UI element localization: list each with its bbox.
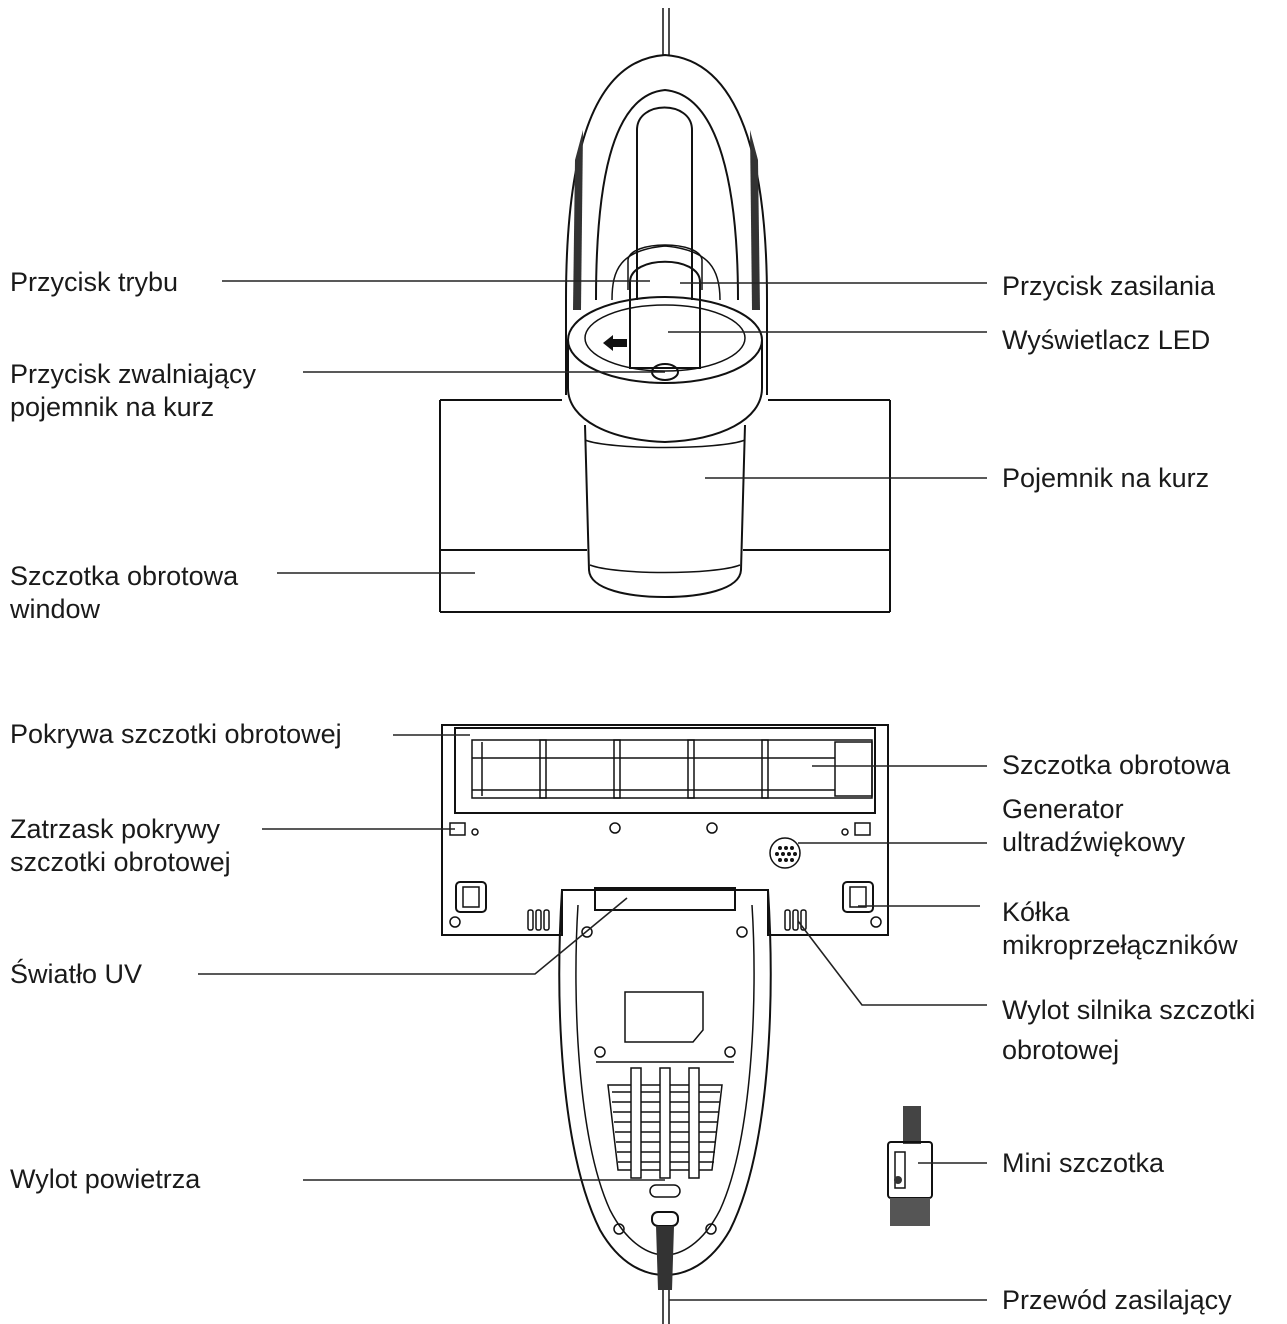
label-dust-release-button: Przycisk zwalniający pojemnik na kurz — [10, 358, 256, 424]
label-mode-button-text: Przycisk trybu — [10, 267, 179, 297]
label-brush-window: Szczotka obrotowa window — [10, 560, 238, 626]
label-rotary-brush: Szczotka obrotowa — [1002, 749, 1230, 782]
label-power-button-text: Przycisk zasilania — [1002, 271, 1216, 301]
label-dust-container-text: Pojemnik na kurz — [1002, 463, 1210, 493]
top-view — [439, 8, 891, 613]
label-air-outlet-text: Wylot powietrza — [10, 1164, 201, 1194]
label-dust-release-line-2: pojemnik na kurz — [10, 392, 215, 422]
label-rotary-brush-text: Szczotka obrotowa — [1002, 750, 1231, 780]
label-ultrasonic-generator: Generator ultradźwiękowy — [1002, 793, 1185, 859]
label-dust-release-line-1: Przycisk zwalniający — [10, 359, 257, 389]
label-wheels-line-1: Kółka — [1002, 897, 1070, 927]
label-led-display-text: Wyświetlacz LED — [1002, 325, 1211, 355]
label-led-display: Wyświetlacz LED — [1002, 324, 1210, 357]
label-wheels-line-2: mikroprzełączników — [1002, 930, 1238, 960]
label-motor-outlet-line-2: obrotowej — [1002, 1035, 1120, 1065]
label-ultrasonic-line-1: Generator — [1002, 794, 1124, 824]
label-brush-window-line-1: Szczotka obrotowa — [10, 561, 239, 591]
label-mode-button: Przycisk trybu — [10, 266, 178, 299]
label-cover-latch-line-2: szczotki obrotowej — [10, 847, 231, 877]
label-dust-container: Pojemnik na kurz — [1002, 462, 1209, 495]
label-brush-cover-text: Pokrywa szczotki obrotowej — [10, 719, 342, 749]
label-motor-outlet-line-1: Wylot silnika szczotki — [1002, 995, 1256, 1025]
leader-lines — [198, 280, 987, 1301]
label-brush-window-line-2: window — [10, 594, 101, 624]
label-uv-light: Światło UV — [10, 958, 142, 991]
label-air-outlet: Wylot powietrza — [10, 1163, 200, 1196]
arrow-left-icon — [603, 335, 627, 351]
label-brush-cover: Pokrywa szczotki obrotowej — [10, 718, 342, 751]
label-uv-light-text: Światło UV — [10, 959, 143, 989]
label-power-cord-text: Przewód zasilający — [1002, 1285, 1232, 1315]
label-cover-latch: Zatrzask pokrywy szczotki obrotowej — [10, 813, 231, 879]
label-power-button: Przycisk zasilania — [1002, 270, 1215, 303]
label-microswitch-wheels: Kółka mikroprzełączników — [1002, 896, 1238, 962]
label-mini-brush: Mini szczotka — [1002, 1147, 1164, 1180]
label-ultrasonic-line-2: ultradźwiękowy — [1002, 827, 1186, 857]
dot-grid-icon — [769, 837, 801, 869]
mini-brush-art — [887, 1106, 933, 1226]
label-cover-latch-line-1: Zatrzask pokrywy — [10, 814, 221, 844]
label-mini-brush-text: Mini szczotka — [1002, 1148, 1165, 1178]
label-brush-motor-outlet: Wylot silnika szczotki obrotowej — [1002, 990, 1255, 1070]
label-power-cord: Przewód zasilający — [1002, 1284, 1232, 1317]
bottom-view — [441, 724, 889, 1324]
